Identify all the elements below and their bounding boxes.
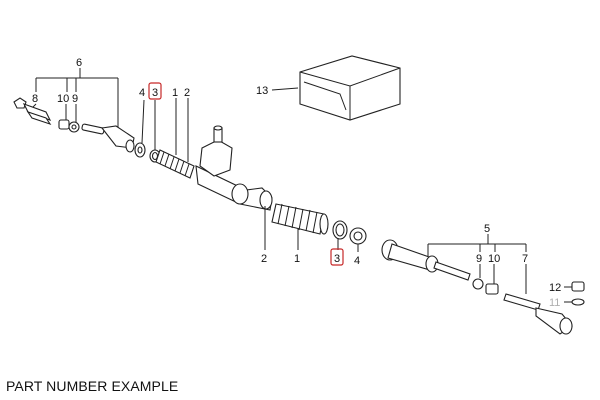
label-7: 7 xyxy=(522,253,528,265)
label-10-left: 10 xyxy=(57,93,69,105)
label-13: 13 xyxy=(256,85,268,97)
label-9-right: 9 xyxy=(476,253,482,265)
label-1-bottom: 1 xyxy=(294,253,300,265)
right-bellows xyxy=(271,203,329,235)
part-12-nut xyxy=(571,281,585,292)
leader-lines xyxy=(141,87,572,303)
label-12: 12 xyxy=(549,282,561,294)
steering-rack-housing xyxy=(195,125,273,211)
highlight-box-3-top xyxy=(148,82,162,100)
label-2-bottom: 2 xyxy=(261,253,267,265)
part-number-caption: PART NUMBER EXAMPLE xyxy=(6,378,179,394)
left-bellows xyxy=(155,149,195,179)
part-13-package xyxy=(299,55,401,121)
label-4-bottom: 4 xyxy=(354,255,360,267)
right-outer-tie-rod xyxy=(503,293,573,335)
label-3-top: 3 xyxy=(152,87,158,99)
label-10-right: 10 xyxy=(488,253,500,265)
part-3-right-clamp xyxy=(332,220,348,240)
label-11: 11 xyxy=(549,297,560,309)
part-9-10-right-nut xyxy=(472,278,499,295)
left-tie-rod xyxy=(81,123,135,153)
right-inner-tie-rod xyxy=(381,239,471,281)
label-4-left: 4 xyxy=(139,87,145,99)
label-9-left: 9 xyxy=(72,93,78,105)
highlight-box-3-bottom xyxy=(330,248,344,266)
part-4-left-washer xyxy=(134,142,146,158)
part-11-washer xyxy=(571,298,585,306)
part-10-9-left-nut xyxy=(58,119,80,133)
label-1-top: 1 xyxy=(172,87,178,99)
label-8: 8 xyxy=(32,93,38,105)
label-2-top: 2 xyxy=(184,87,190,99)
part-4-right-washer xyxy=(349,227,367,245)
label-5: 5 xyxy=(484,223,490,235)
group-bracket-left xyxy=(29,68,119,130)
part-8-clip xyxy=(13,97,52,126)
label-3-bottom: 3 xyxy=(334,253,340,265)
label-6: 6 xyxy=(76,57,82,69)
